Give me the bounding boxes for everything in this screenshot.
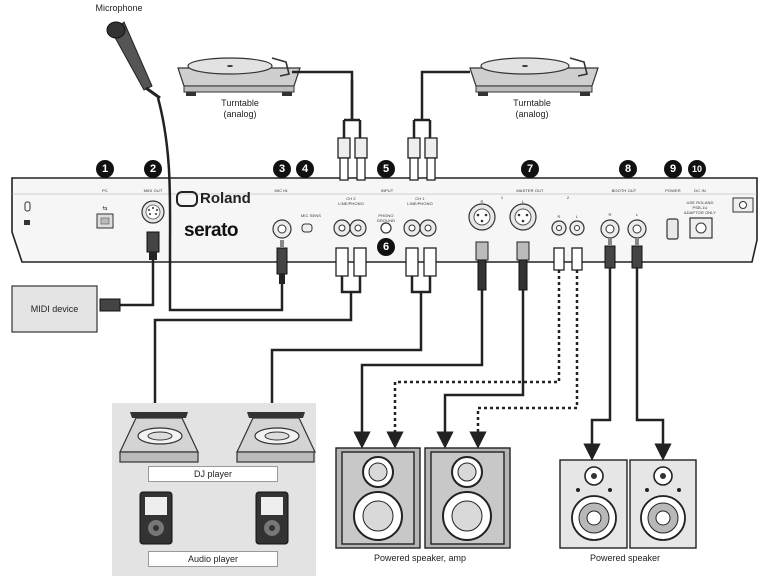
- panel-rca-r: R: [557, 214, 561, 219]
- badge-8: 8: [619, 160, 637, 178]
- turntable-left-label-line2: (analog): [223, 109, 257, 119]
- panel-adaptor-2: PSB-1U: [692, 205, 708, 210]
- turntable-right-cable: [412, 70, 470, 140]
- panel-booth-out: BOOTH OUT: [611, 188, 637, 193]
- panel-ch2-line-phono: LINE/PHONO: [338, 201, 364, 206]
- powered-speaker-amp-label: Powered speaker, amp: [373, 553, 467, 563]
- phono-ground-terminal: [380, 222, 392, 234]
- microphone-label: Microphone: [95, 3, 143, 13]
- master-xlr-cable-2: [436, 290, 525, 449]
- turntable-right-label-line1: Turntable: [513, 98, 551, 108]
- turntable-left-graphic: [177, 57, 301, 96]
- mic-cable: [156, 97, 284, 312]
- ch2-top-rca-plugs: [337, 137, 368, 181]
- turntable-left-cable: [292, 70, 362, 140]
- badge-1: 1: [96, 160, 114, 178]
- roland-logo: Roland: [176, 190, 251, 208]
- panel-rca-l: L: [575, 214, 579, 219]
- badge-5: 5: [377, 160, 395, 178]
- panel-ch1: CH 1: [415, 196, 425, 201]
- master-out-xlr-jacks: [468, 203, 537, 231]
- panel-pc: PC: [102, 188, 108, 193]
- mic-plug: [276, 240, 288, 284]
- ch1-rca-jacks: [403, 219, 437, 237]
- midi-cable: [120, 260, 155, 307]
- midi-plug: [146, 231, 160, 260]
- midi-device-plug: [99, 298, 121, 312]
- panel-adaptor-1: USE ROLAND: [686, 200, 714, 205]
- panel-input: INPUT: [380, 188, 394, 193]
- master-rca-cable-1: [386, 270, 561, 449]
- master-out-rca-jacks: [551, 220, 585, 236]
- turntable-right-label-line2: (analog): [515, 109, 549, 119]
- panel-ch1-line-phono: LINE/PHONO: [407, 201, 433, 206]
- turntable-right-graphic: [469, 57, 599, 96]
- svg-text:⇆: ⇆: [102, 205, 107, 212]
- panel-booth-r: R: [608, 212, 612, 217]
- mic-sens-switch: [301, 223, 313, 233]
- serato-logo: serato: [184, 220, 239, 241]
- panel-mic-in: MIC IN: [274, 188, 288, 193]
- dj-player-right-graphic: [236, 412, 316, 463]
- dj-player-left-graphic: [119, 412, 199, 463]
- audio-player-cable: [270, 276, 432, 404]
- audio-player-right-graphic: [255, 491, 289, 545]
- ch2-bottom-rca-plugs: [335, 247, 367, 277]
- powered-speaker-label: Powered speaker: [589, 553, 661, 563]
- ch1-top-rca-plugs: [407, 137, 438, 181]
- powered-speaker-left-graphic: [559, 459, 628, 549]
- panel-booth-l: L: [635, 212, 639, 217]
- panel-phono-ground: PHONO GROUND: [376, 213, 396, 223]
- midi-device-box: [11, 285, 98, 333]
- badge-2: 2: [144, 160, 162, 178]
- audio-player-label: Audio player: [148, 551, 278, 567]
- security-slot-icon: [24, 201, 31, 225]
- master-xlr-cable-1: [353, 290, 484, 449]
- microphone-graphic: [106, 21, 161, 100]
- turntable-right-label: Turntable (analog): [492, 98, 572, 120]
- turntable-left-label-line1: Turntable: [221, 98, 259, 108]
- turntable-left-label: Turntable (analog): [200, 98, 280, 120]
- panel-master-out-2: 2: [566, 195, 570, 200]
- audio-player-left-graphic: [139, 491, 173, 545]
- badge-6: 6: [377, 238, 395, 256]
- panel-dc-in: DC IN: [694, 188, 706, 193]
- power-switch: [666, 218, 679, 240]
- midi-device-label: MIDI device: [30, 304, 79, 314]
- speaker-amp-left-graphic: [335, 447, 421, 549]
- panel-power: POWER: [665, 188, 681, 193]
- badge-3: 3: [273, 160, 291, 178]
- badge-4: 4: [296, 160, 314, 178]
- panel-midi-out: MIDI OUT: [143, 188, 163, 193]
- badge-9: 9: [664, 160, 682, 178]
- panel-xlr-l: L: [521, 199, 525, 204]
- panel-master-out-1: 1: [500, 195, 504, 200]
- badge-7: 7: [521, 160, 539, 178]
- dj-player-label: DJ player: [148, 466, 278, 482]
- panel-master-out: MASTER OUT: [516, 188, 544, 193]
- roland-logo-text: Roland: [200, 190, 251, 207]
- badge-10: 10: [688, 160, 706, 178]
- master-rca-cable-2: [469, 270, 579, 449]
- dj-player-cable: [153, 276, 362, 404]
- powered-speaker-right-graphic: [629, 459, 697, 549]
- panel-xlr-r: R: [480, 199, 484, 204]
- panel-mic-sens: MIC SENS: [300, 213, 322, 218]
- panel-adaptor-3: ADAPTOR ONLY: [683, 210, 717, 215]
- master-xlr-plugs: [475, 241, 530, 291]
- booth-cable-2: [635, 268, 672, 461]
- panel-ch2: CH 2: [346, 196, 356, 201]
- ch1-bottom-rca-plugs: [405, 247, 437, 277]
- ch2-rca-jacks: [333, 219, 367, 237]
- booth-cable-1: [583, 268, 612, 461]
- speaker-amp-right-graphic: [424, 447, 511, 549]
- back-panel: [11, 177, 758, 263]
